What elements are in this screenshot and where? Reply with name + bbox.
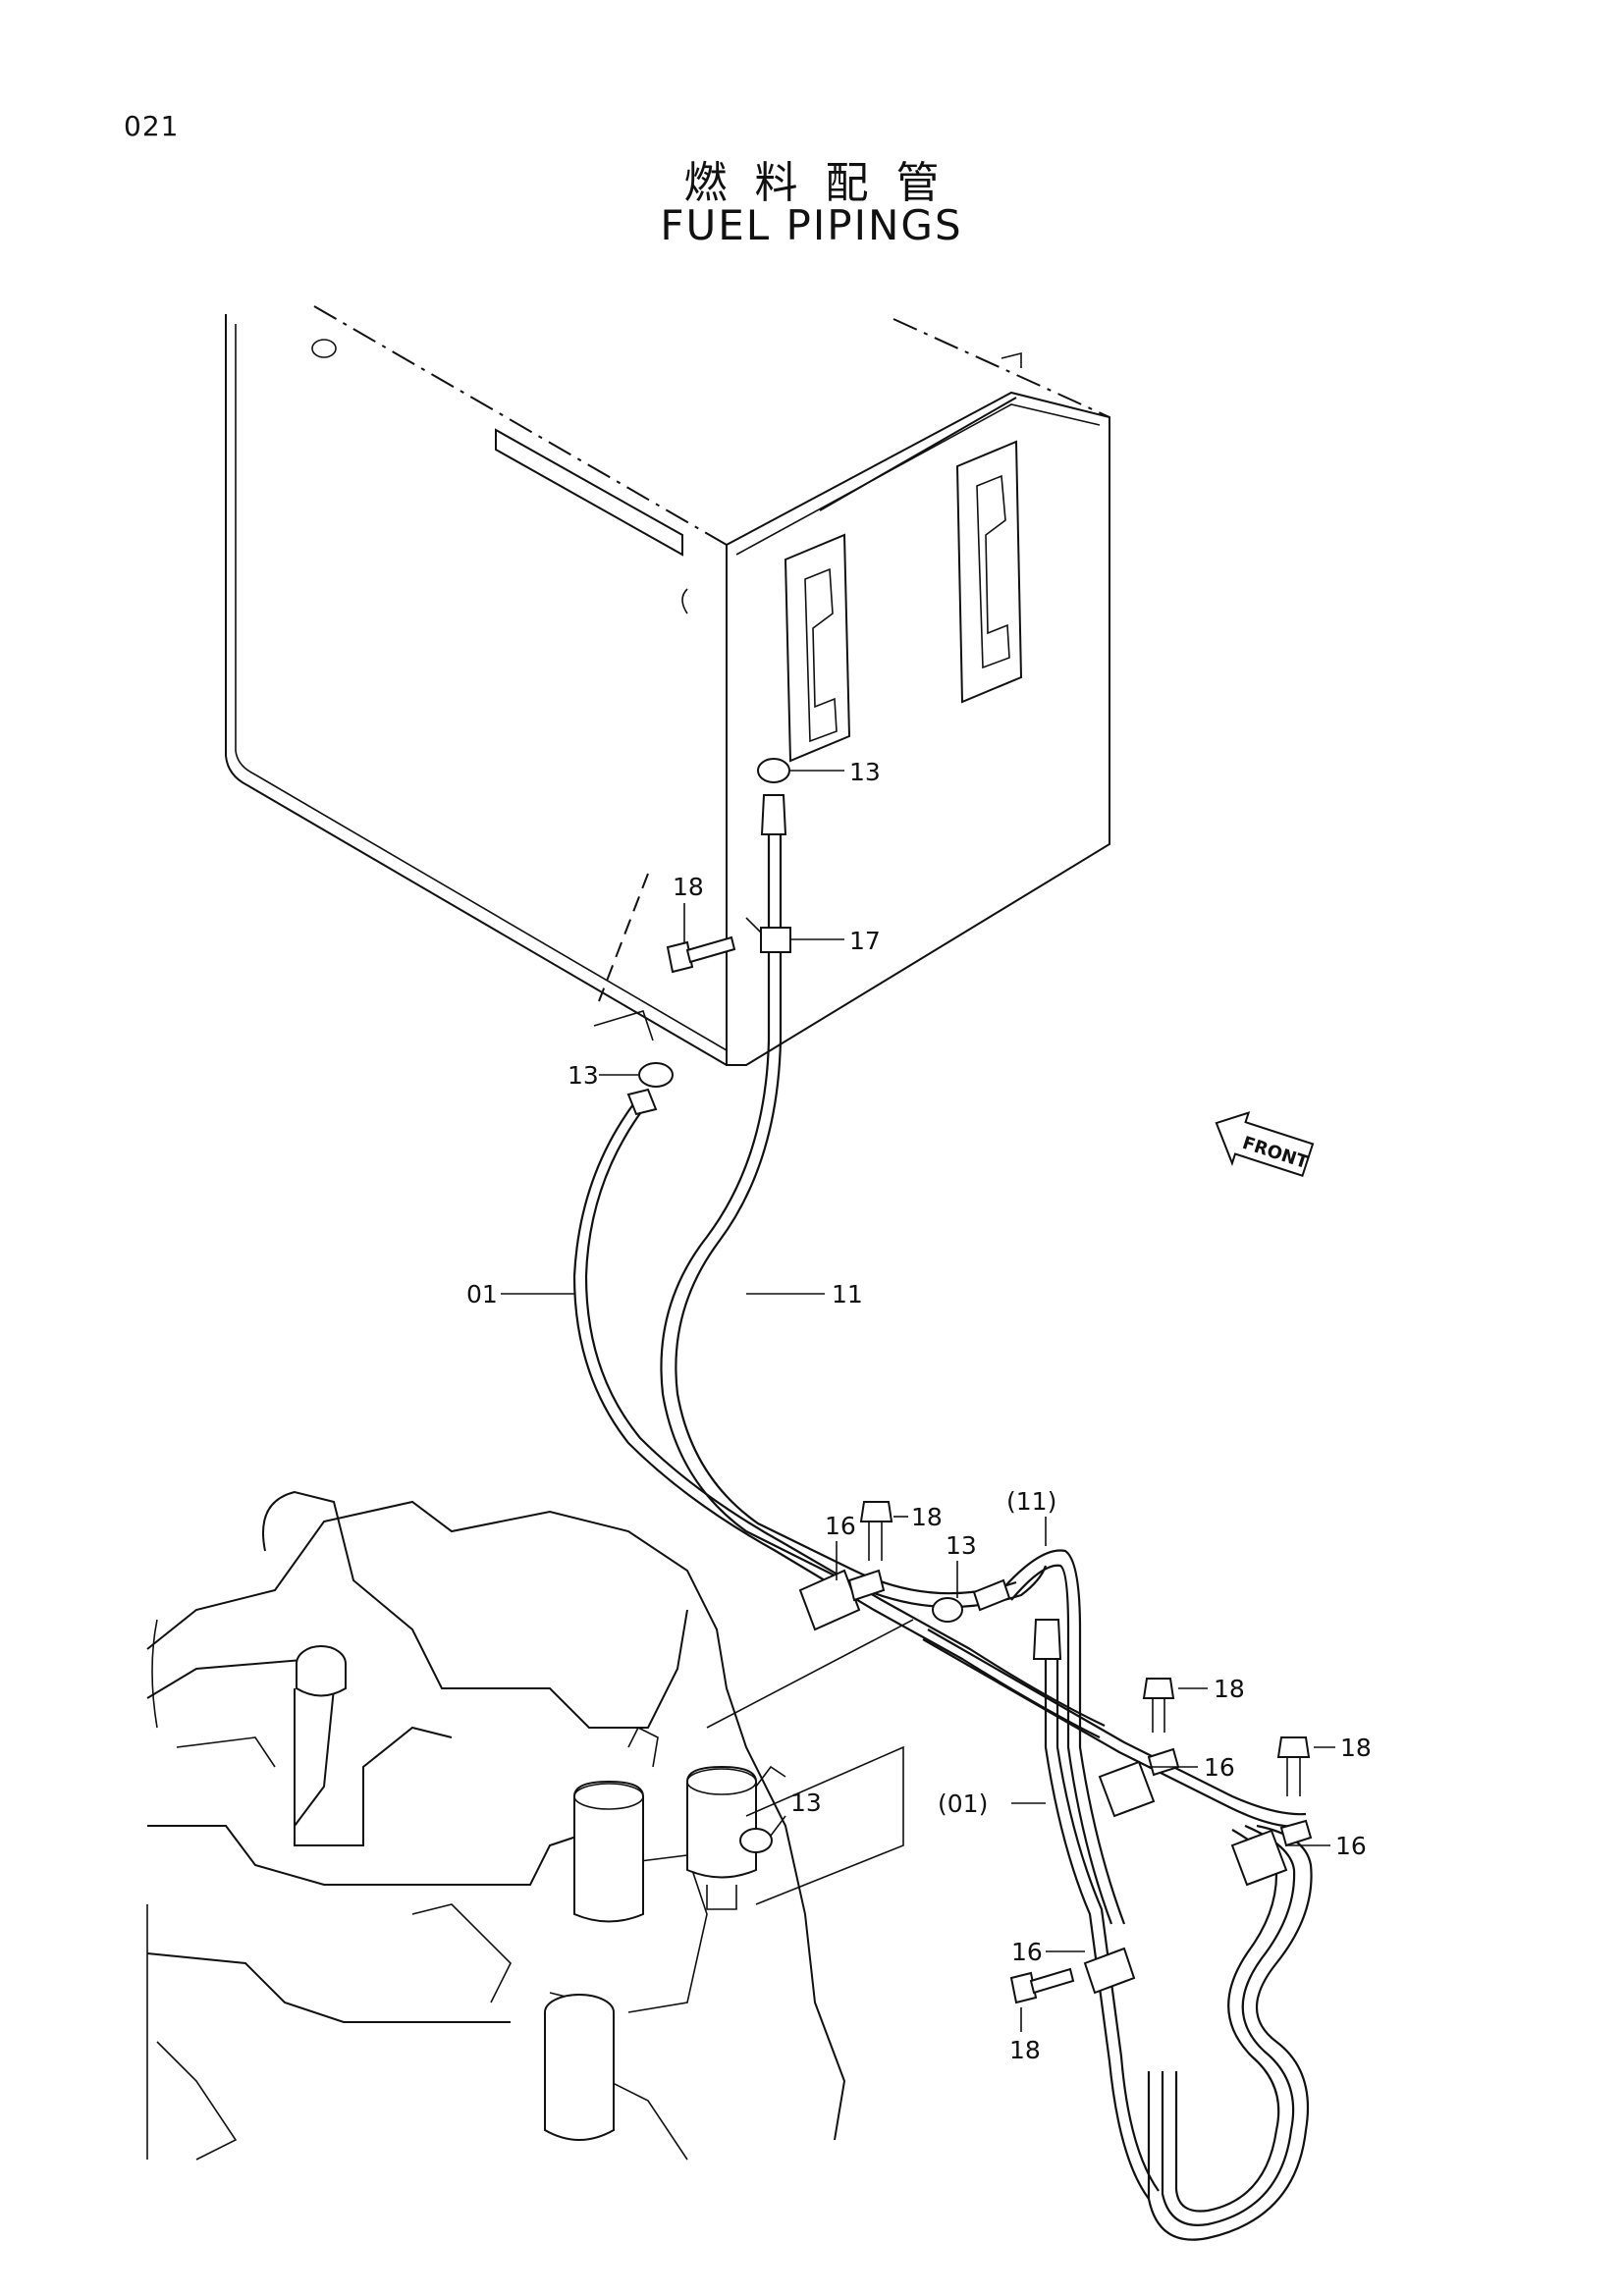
clamp-16-lower [1083, 1947, 1136, 1995]
callout-18-far-right: 18 [1340, 1734, 1372, 1762]
callout-16-right-upper: 16 [1204, 1753, 1235, 1782]
clamp-17 [760, 927, 791, 953]
callout-18-top: 18 [673, 873, 704, 901]
callout-01: 01 [466, 1280, 498, 1308]
bolt-18-mid [859, 1501, 893, 1522]
clamp-16-right-upper [1098, 1760, 1156, 1818]
callout-labels: 13 17 18 13 01 11 18 16 13 (11) 18 16 18… [466, 758, 1372, 2064]
leader-lines [501, 770, 1335, 2032]
callout-13-filter: 13 [790, 1789, 822, 1817]
callout-16-lower: 16 [1011, 1938, 1043, 1966]
hose-clamp-13-filter [739, 1828, 773, 1853]
hose-clamp-13-top [757, 758, 790, 783]
callout-13-top: 13 [849, 758, 881, 786]
callout-16-left: 16 [825, 1512, 856, 1540]
fittings [626, 758, 1313, 2004]
fuel-filter [573, 1726, 786, 1923]
callout-01-paren: (01) [938, 1789, 988, 1818]
callout-13-lower: 13 [568, 1061, 599, 1090]
callout-18-right-upper: 18 [1214, 1675, 1245, 1703]
hose-clamp-13-mid [932, 1597, 963, 1623]
clamp-16-far-right [1230, 1829, 1288, 1887]
hose-clamp-13-lower [638, 1062, 674, 1088]
page-number: 021 [124, 110, 180, 142]
bolt-18-top [666, 940, 694, 974]
page-title-japanese: 燃料配管 [683, 158, 967, 208]
bolt-18-far-right [1276, 1736, 1311, 1758]
fuel-tank [225, 305, 1110, 1066]
callout-17: 17 [849, 927, 881, 955]
engine-block [146, 1490, 846, 2161]
clamp-16-left [798, 1569, 861, 1631]
page-title-english: FUEL PIPINGS [660, 201, 963, 249]
front-direction-arrow: FRONT [1215, 1111, 1315, 1178]
fuel-hoses [572, 815, 1313, 2241]
callout-11: 11 [832, 1280, 863, 1308]
callout-18-lower: 18 [1009, 2036, 1041, 2064]
callout-13-mid: 13 [946, 1531, 977, 1560]
bolt-18-lower [1009, 1971, 1038, 2004]
bolt-18-right-upper [1142, 1678, 1175, 1699]
callout-11-paren: (11) [1006, 1487, 1056, 1516]
callout-18-mid: 18 [911, 1503, 943, 1531]
callout-16-far-right: 16 [1335, 1832, 1367, 1860]
